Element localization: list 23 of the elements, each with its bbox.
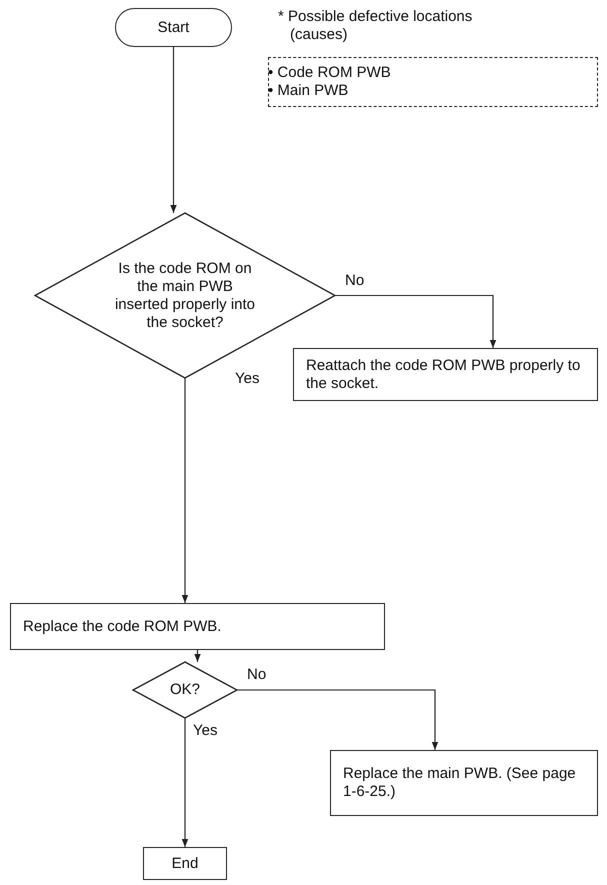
note-heading: * Possible defective locations (causes) [278,8,474,44]
note-panel [268,8,598,107]
process-box [330,750,598,816]
step-text: End [172,854,198,872]
process-box [293,348,598,401]
decision-diamond [133,662,237,718]
arrow [182,378,188,603]
arrow [335,294,496,348]
step-text: Replace the code ROM PWB. [23,618,222,636]
step-text: Replace the main PWB. (See page 1-6-25.) [343,765,577,801]
bullet-item: • Main PWB [268,82,350,100]
terminal-box [115,8,232,47]
arrow [237,689,438,750]
process-box [143,847,227,880]
process-box [10,603,385,650]
arrow [170,47,177,213]
bullet-item: • Code ROM PWB [268,64,392,82]
arrow [194,650,201,662]
arrow [182,718,188,847]
step-text: Start [158,18,190,36]
step-text: Reattach the code ROM PWB properly to the socket. [306,356,582,392]
question-text: Is the code ROM on the main PWB inserted properly into the socket? [114,260,256,332]
question-text: OK? [168,681,201,699]
